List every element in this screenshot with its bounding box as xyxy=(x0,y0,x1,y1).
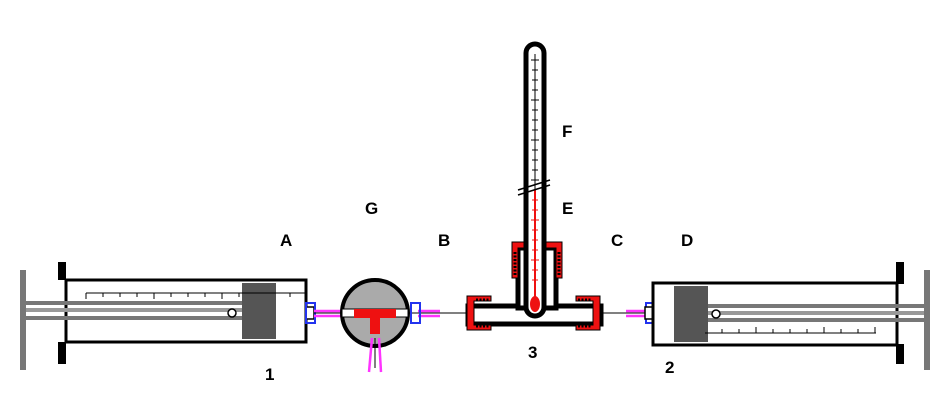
syringe-right xyxy=(644,262,930,370)
valve-g-outlet-1 xyxy=(367,337,374,373)
valve-g-outlet-2 xyxy=(377,337,383,373)
t-fitting-top-thread xyxy=(513,252,561,276)
t-fitting-left-thread xyxy=(476,298,490,328)
label-e: E xyxy=(562,199,573,218)
syringe-left-rod-top xyxy=(26,301,242,305)
t-fitting-top-nut xyxy=(511,241,563,279)
syringe-right-plunger xyxy=(674,286,708,342)
thermometer-bulb xyxy=(530,296,540,312)
label-syringe-2: 2 xyxy=(665,358,674,377)
syringe-left-flange-top xyxy=(58,262,66,280)
syringe-left-plunger xyxy=(242,283,276,339)
syringe-left-thumb-rest xyxy=(20,270,26,370)
label-c: C xyxy=(611,231,623,250)
syringe-left-rod-bottom xyxy=(26,316,242,320)
valve-g xyxy=(340,278,410,373)
syringe-left-rod-mid xyxy=(26,308,242,312)
valve-g-handle-stem xyxy=(370,309,380,334)
connector-mid-blue xyxy=(410,302,421,324)
syringe-right-scale xyxy=(705,327,876,334)
label-d: D xyxy=(681,231,693,250)
thermometer xyxy=(517,41,551,319)
label-fitting-3: 3 xyxy=(528,343,537,362)
t-fitting-right-thread xyxy=(578,298,592,328)
thermometer-break-1 xyxy=(517,179,551,191)
syringe-right-flange-top xyxy=(896,262,904,284)
syringe-left-seal-ring xyxy=(227,308,237,318)
syringe-left-scale xyxy=(85,292,305,299)
syringe-left-nozzle xyxy=(305,306,315,320)
thermometer-ticks xyxy=(531,59,539,181)
label-syringe-1: 1 xyxy=(265,365,274,384)
label-g: G xyxy=(365,199,378,218)
t-fitting-right-nut xyxy=(575,295,601,331)
thermometer-break-2 xyxy=(517,184,551,196)
syringe-right-rod-bottom xyxy=(708,318,928,322)
syringe-right-seal-ring xyxy=(711,309,721,319)
thermometer-ticks-red xyxy=(531,199,539,281)
label-f: F xyxy=(562,122,572,141)
syringe-right-thumb-rest xyxy=(924,270,930,370)
syringe-right-rod-mid xyxy=(708,311,928,315)
label-a: A xyxy=(280,231,292,250)
syringe-left xyxy=(20,262,344,370)
label-b: B xyxy=(438,231,450,250)
syringe-right-flange-bottom xyxy=(896,344,904,364)
syringe-right-rod-top xyxy=(708,304,928,308)
syringe-left-flange-bottom xyxy=(58,342,66,364)
t-fitting-left-nut xyxy=(466,295,492,331)
